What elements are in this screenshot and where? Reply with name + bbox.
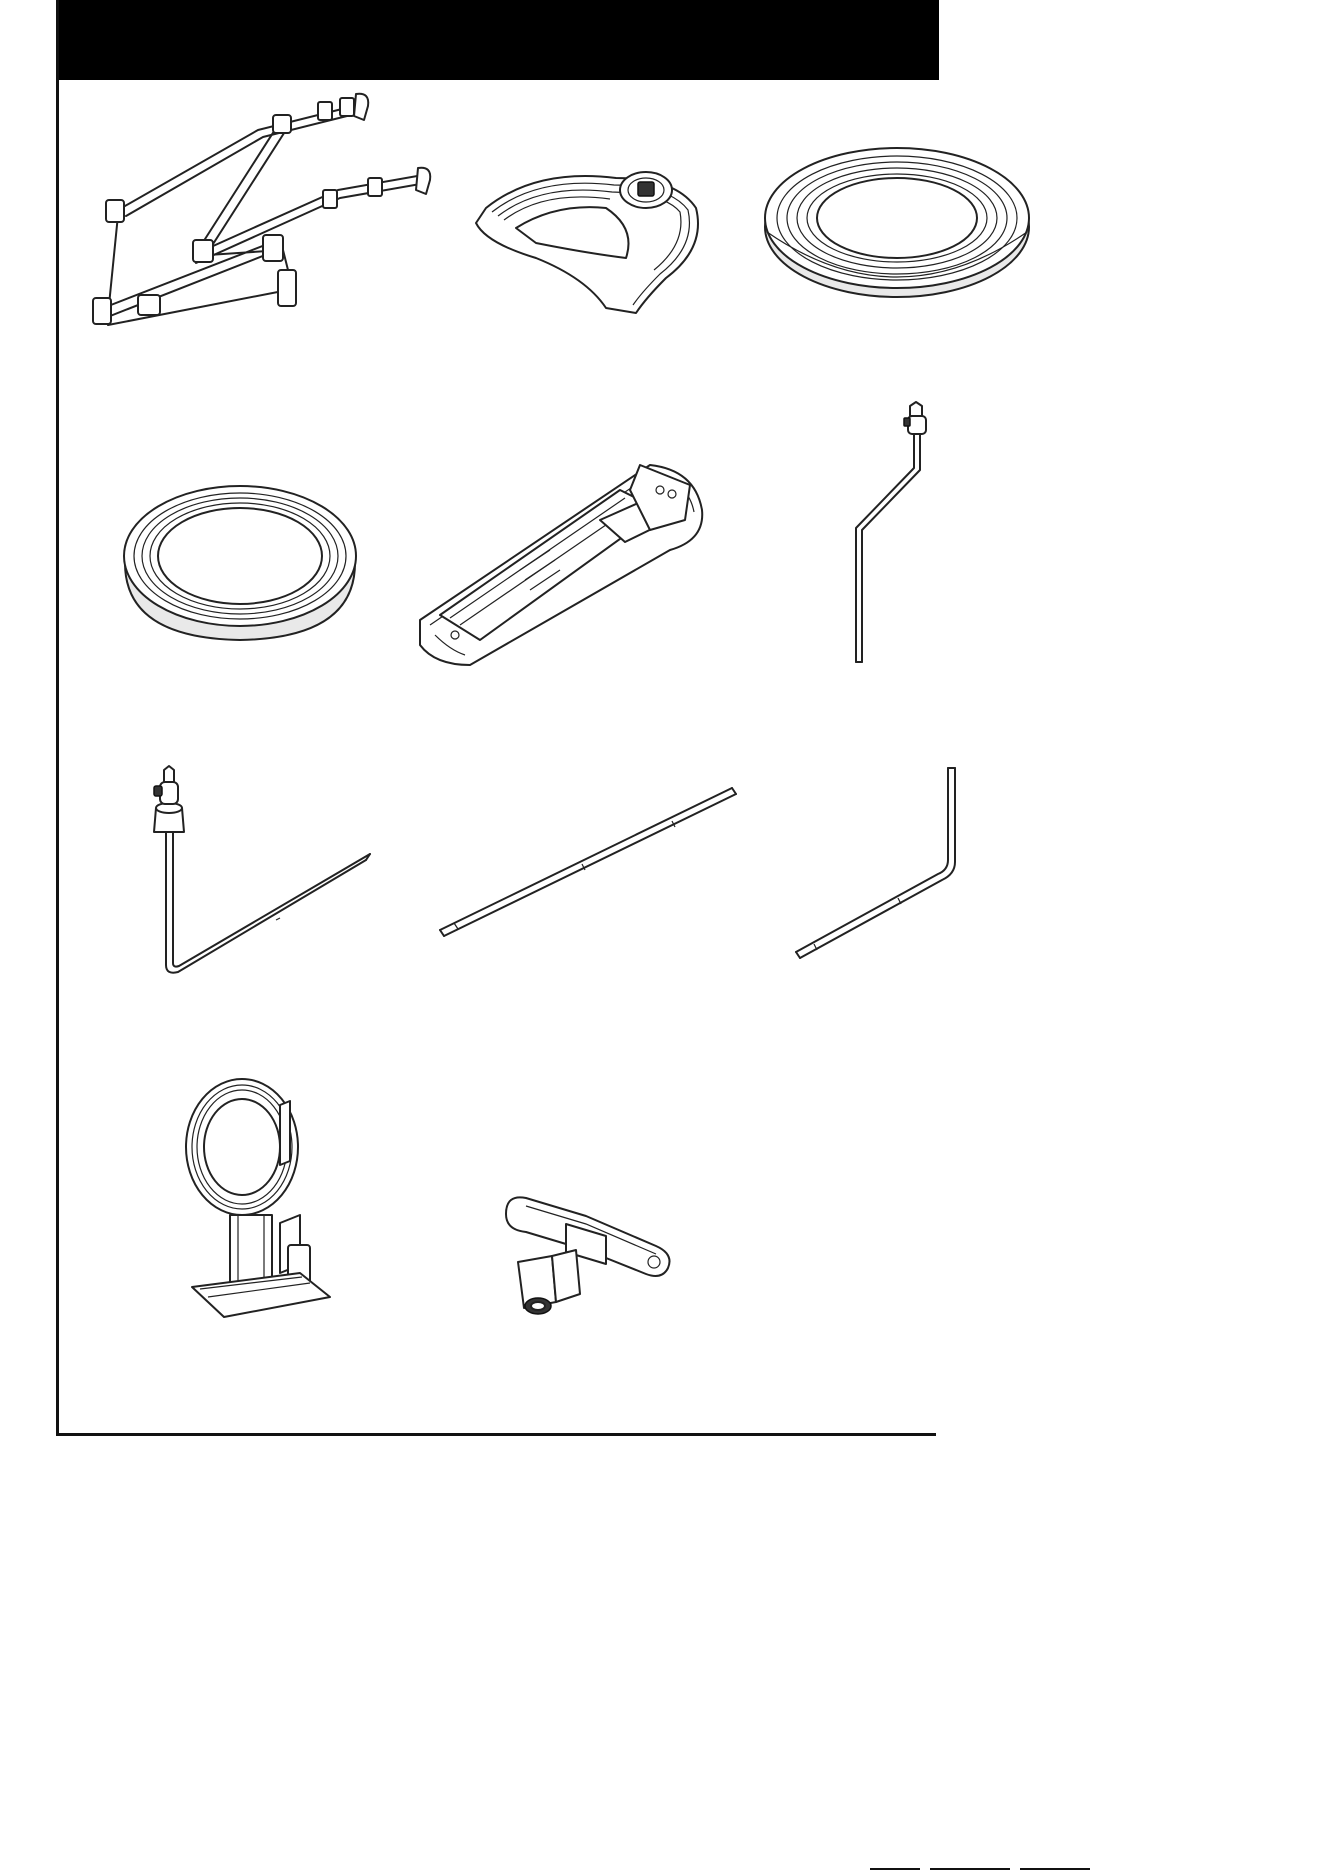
- drum-key-icon: [496, 1184, 676, 1324]
- cymbal-arm-icon: [848, 400, 928, 670]
- tom-arm-icon: [146, 760, 376, 990]
- rack-frame-icon: [78, 90, 438, 350]
- pedal-icon: [410, 450, 710, 670]
- drum-pad-icon: [120, 478, 360, 648]
- bent-rod-icon: [788, 760, 968, 960]
- cymbal-arm-offset: [848, 400, 928, 670]
- kick-pad-tower: [180, 1075, 360, 1335]
- cymbal-pad-icon: [762, 132, 1032, 312]
- footer-rule: [870, 1868, 920, 1870]
- header-bar: [59, 0, 939, 80]
- l-shaped-tom-arm: [146, 760, 376, 990]
- straight-rod: [432, 780, 742, 940]
- footer-rule: [1020, 1868, 1090, 1870]
- rod-icon: [432, 780, 742, 940]
- drum-key: [496, 1184, 676, 1324]
- base-foot-icon: [466, 148, 726, 318]
- hi-hat-pedal: [410, 450, 710, 670]
- cymbal-pad-large: [762, 132, 1032, 312]
- footer-rule: [930, 1868, 1010, 1870]
- drum-rack-frame: [78, 90, 438, 350]
- drum-pad-round: [120, 478, 360, 648]
- kick-pad-icon: [180, 1075, 360, 1335]
- l-shaped-rod: [788, 760, 968, 960]
- rack-base-foot: [466, 148, 726, 318]
